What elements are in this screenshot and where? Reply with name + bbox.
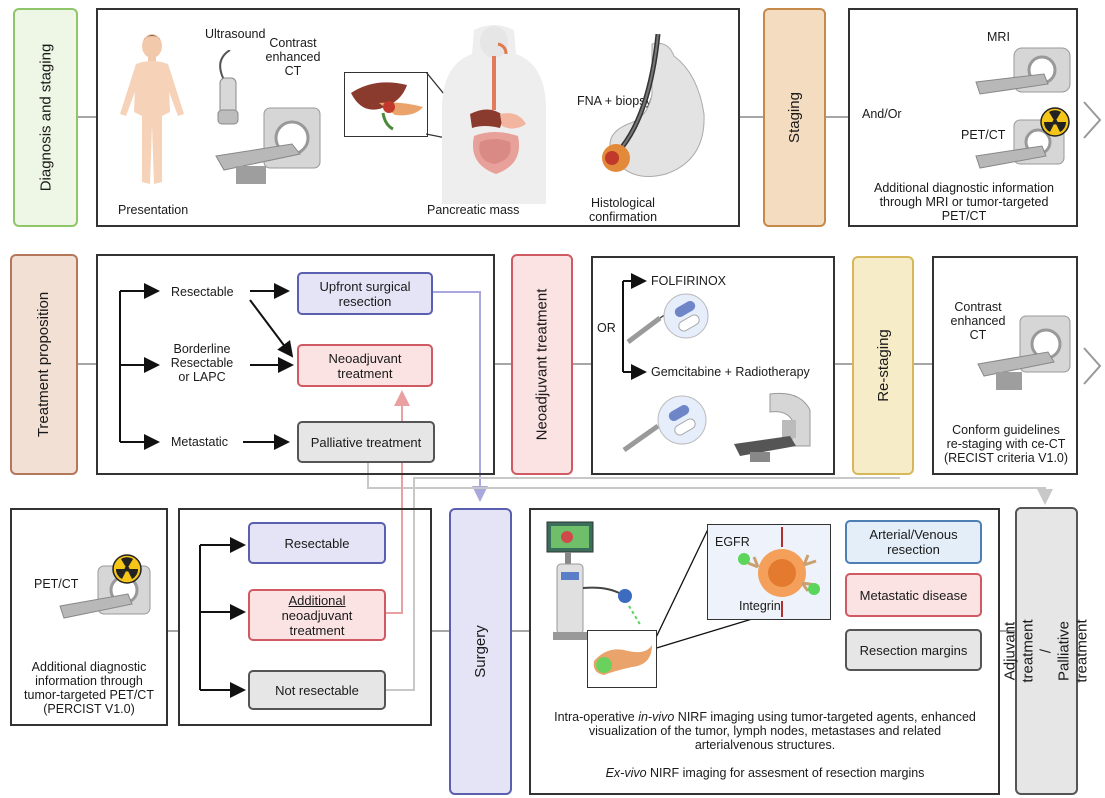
- pet-ct-additional-info: Additional diagnostic information throug…: [24, 660, 154, 716]
- stage-diagnosis-and-staging: Diagnosis and staging: [13, 8, 78, 227]
- resection-margins-box: Resection margins: [845, 629, 982, 671]
- syringe-pills-icon: [626, 293, 709, 344]
- and-or-label: And/Or: [862, 107, 902, 121]
- ct-scanner-icon: [215, 107, 321, 184]
- arterial-venous-box: Arterial/Venous resection: [845, 520, 982, 564]
- liver-inset: [344, 72, 428, 137]
- pet-ct-label: PET/CT: [961, 128, 1006, 142]
- resectable-label: Resectable: [171, 285, 234, 299]
- stage-label: Surgery: [472, 625, 489, 678]
- panel-nirf-imaging: EGFR Integrin Arterial/Venous resection …: [529, 508, 1000, 795]
- restaging-guidelines: Conform guidelines re-staging with ce-CT…: [943, 423, 1069, 465]
- stage-label: Adjuvant treatment / Palliative treatmen…: [1001, 619, 1091, 683]
- pet-ct-scanner-icon: [59, 565, 151, 619]
- stage-label: Diagnosis and staging: [37, 43, 55, 192]
- staging-additional-info: Additional diagnostic information throug…: [874, 181, 1054, 223]
- ultrasound-label: Ultrasound: [205, 27, 266, 41]
- egfr-label: EGFR: [715, 535, 750, 549]
- histological-label: Histological confirmation: [588, 196, 658, 224]
- tumor-cell-icon: [738, 527, 820, 617]
- intraop-description: Intra-operative in-vivo NIRF imaging usi…: [554, 710, 976, 752]
- panel-pet-ct: PET/CT Additional diagnostic information…: [10, 508, 168, 726]
- stage-treatment-proposition: Treatment proposition: [10, 254, 78, 475]
- metastatic-disease-box: Metastatic disease: [845, 573, 982, 617]
- panel-neoadjuvant: [591, 256, 835, 475]
- torso-anatomy-icon: [442, 25, 546, 204]
- mri-label: MRI: [987, 30, 1010, 44]
- stage-re-staging: Re-staging: [852, 256, 914, 475]
- panel-diagnosis: Ultrasound Contrast enhanced CT Presenta…: [96, 8, 740, 227]
- or-label: OR: [597, 321, 616, 335]
- stage-staging: Staging: [763, 8, 826, 227]
- chevron-right-icon: [1083, 101, 1102, 139]
- radiation-icon: [112, 554, 142, 584]
- stage-surgery: Surgery: [449, 508, 512, 795]
- stage-label: Neoadjuvant treatment: [533, 288, 551, 441]
- neoadjuvant-treatment-box: Neoadjuvant treatment: [297, 344, 433, 387]
- endoscopy-stomach-icon: [602, 34, 705, 177]
- pancreas-icon: [593, 645, 652, 675]
- contrast-ct-label: Contrast enhanced CT: [265, 36, 321, 78]
- metastatic-label: Metastatic: [171, 435, 228, 449]
- tumor-cell-inset: [707, 524, 831, 620]
- exvivo-description: Ex-vivo NIRF imaging for assesment of re…: [605, 766, 925, 780]
- panel-treatment-proposition: [96, 254, 495, 475]
- stage-neoadjuvant-treatment: Neoadjuvant treatment: [511, 254, 573, 475]
- pancreas-inset: [587, 630, 657, 688]
- upfront-surgical-resection-box: Upfront surgical resection: [297, 272, 433, 315]
- panel-staging: MRI And/Or PET/CT Additional diagnostic …: [848, 8, 1078, 227]
- borderline-label: Borderline Resectable or LAPC: [170, 342, 234, 384]
- palliative-treatment-box: Palliative treatment: [297, 421, 435, 463]
- resectable-box: Resectable: [248, 522, 386, 564]
- neoadjuvant-label: neoadjuvant treatment: [281, 607, 353, 638]
- additional-neoadjuvant-box: Additional neoadjuvant treatment: [248, 589, 386, 641]
- ct-scanner-icon: [977, 315, 1071, 390]
- stage-adjuvant-palliative: Adjuvant treatment / Palliative treatmen…: [1002, 507, 1091, 795]
- panel-restaging-outcomes: [178, 508, 432, 726]
- presentation-label: Presentation: [118, 203, 189, 217]
- nirf-imaging-system-icon: [546, 521, 642, 640]
- ultrasound-probe-icon: [217, 50, 239, 125]
- restaging-ct-label: Contrast enhanced CT: [950, 300, 1006, 342]
- gemcitabine-label: Gemcitabine + Radiotherapy: [651, 365, 810, 379]
- stage-label: Re-staging: [874, 329, 892, 402]
- stage-label: Treatment proposition: [35, 291, 53, 438]
- panel-re-staging: Contrast enhanced CT Conform guidelines …: [932, 256, 1078, 475]
- pet-ct-label: PET/CT: [34, 577, 79, 591]
- stage-label: Staging: [786, 92, 803, 143]
- syringe-pills-icon-2: [622, 395, 707, 453]
- fna-biopsy-label: FNA + biopsy: [577, 94, 652, 108]
- pancreatic-mass-label: Pancreatic mass: [427, 203, 520, 217]
- human-figure-icon: [120, 34, 184, 184]
- radiation-icon: [1040, 107, 1070, 137]
- chevron-right-icon: [1083, 347, 1102, 385]
- folfirinox-label: FOLFIRINOX: [651, 274, 727, 288]
- integrin-label: Integrin: [739, 599, 781, 613]
- liver-icon: [351, 82, 423, 131]
- not-resectable-box: Not resectable: [248, 670, 386, 710]
- radiotherapy-machine-icon: [734, 392, 811, 462]
- additional-label: Additional: [288, 592, 346, 608]
- mri-scanner-icon: [975, 47, 1071, 95]
